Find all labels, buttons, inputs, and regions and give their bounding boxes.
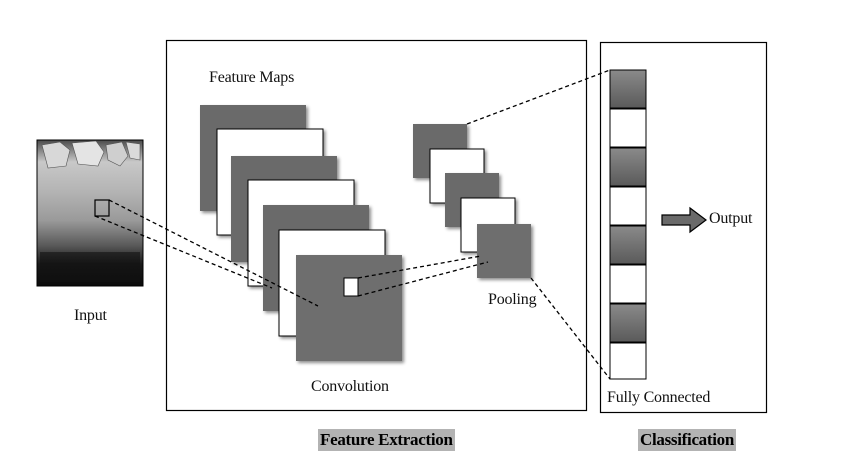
- fc-neuron: [609, 342, 647, 380]
- classification-box: [599, 41, 768, 414]
- pooling-stack: [413, 124, 531, 278]
- input-receptive-window: [94, 199, 110, 217]
- feature-maps-label: Feature Maps: [209, 69, 295, 86]
- fc-neuron: [609, 264, 647, 304]
- fc-neuron: [609, 69, 647, 109]
- output-label: Output: [709, 210, 753, 227]
- input-image: [36, 139, 144, 287]
- feature-map-stack: [200, 105, 402, 361]
- conv-window: [343, 277, 359, 297]
- input-label: Input: [74, 307, 107, 324]
- fc-neuron: [609, 108, 647, 148]
- feature-extraction-title: Feature Extraction: [318, 429, 455, 451]
- pooling-label: Pooling: [488, 291, 537, 308]
- fully-connected-column: [609, 69, 647, 380]
- feature-extraction-box: [165, 39, 588, 412]
- classification-title: Classification: [638, 429, 737, 451]
- connector-lines: [94, 69, 611, 380]
- fc-neuron: [609, 186, 647, 226]
- fc-neuron: [609, 303, 647, 343]
- fully-connected-label: Fully Connected: [607, 389, 711, 406]
- right-arrow-icon: [661, 206, 707, 234]
- convolution-label: Convolution: [311, 378, 389, 395]
- fc-neuron: [609, 147, 647, 187]
- feature-map-front: [296, 255, 402, 361]
- fc-neuron: [609, 225, 647, 265]
- pooling-map-front: [477, 224, 531, 278]
